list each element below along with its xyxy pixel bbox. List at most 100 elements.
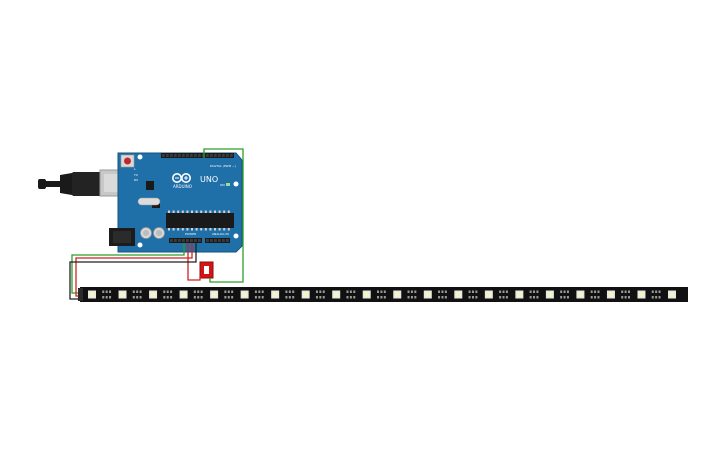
- chip-pin: [195, 228, 198, 231]
- chip-pin: [168, 228, 170, 231]
- led-pixel-core: [150, 292, 156, 297]
- header-pin[interactable]: [174, 154, 177, 157]
- arduino-logo-icon: [172, 173, 192, 184]
- strip-pad: [319, 290, 322, 293]
- on-label: ON: [220, 183, 225, 187]
- header-pin[interactable]: [198, 154, 201, 157]
- header-pin[interactable]: [206, 154, 209, 157]
- strip-pad: [536, 290, 539, 293]
- strip-pad: [261, 290, 264, 293]
- header-pin[interactable]: [178, 239, 181, 242]
- strip-pad: [407, 296, 410, 299]
- header-pin[interactable]: [166, 154, 169, 157]
- header-pin[interactable]: [210, 239, 213, 242]
- strip-pad: [438, 290, 441, 293]
- header-pin[interactable]: [178, 154, 181, 157]
- header-pin[interactable]: [190, 154, 193, 157]
- header-pin[interactable]: [182, 239, 185, 242]
- strip-pad: [105, 290, 108, 293]
- header-pin[interactable]: [190, 239, 193, 242]
- strip-pad: [410, 296, 413, 299]
- strip-pad: [166, 296, 169, 299]
- strip-pad: [383, 290, 386, 293]
- strip-pad: [163, 296, 166, 299]
- chip-pin: [218, 210, 221, 213]
- header-pin[interactable]: [174, 239, 177, 242]
- strip-pad: [349, 290, 352, 293]
- header-pin[interactable]: [170, 239, 173, 242]
- analog-header[interactable]: [205, 238, 230, 243]
- strip-pad: [536, 296, 539, 299]
- header-pin[interactable]: [222, 239, 225, 242]
- chip-pin: [195, 210, 198, 213]
- power-header[interactable]: [169, 238, 202, 243]
- strip-pad: [441, 296, 444, 299]
- strip-pad: [624, 296, 627, 299]
- arduino-uno-board[interactable]: DIGITAL (PWM ~) ARDUINO UNO ON L TX RX: [109, 152, 243, 253]
- header-pin[interactable]: [226, 239, 229, 242]
- header-pin[interactable]: [218, 154, 221, 157]
- wire-green-data[interactable]: [71, 148, 244, 294]
- electrolytic-capacitor[interactable]: [199, 261, 214, 279]
- led-strip[interactable]: [78, 287, 688, 302]
- chip-pin: [177, 210, 180, 213]
- strip-pad: [102, 296, 105, 299]
- header-pin[interactable]: [162, 154, 165, 157]
- strip-pad: [444, 296, 447, 299]
- header-pin[interactable]: [194, 154, 197, 157]
- header-pin[interactable]: [230, 154, 233, 157]
- reset-button[interactable]: [120, 154, 135, 168]
- strip-pad: [594, 290, 597, 293]
- strip-pad: [322, 296, 325, 299]
- header-pin[interactable]: [214, 239, 217, 242]
- chip-pin: [186, 228, 189, 231]
- header-pin[interactable]: [214, 154, 217, 157]
- strip-pad: [468, 296, 471, 299]
- led-pixel-core: [242, 292, 248, 297]
- strip-pad: [560, 290, 563, 293]
- strip-pad: [563, 296, 566, 299]
- strip-pad: [349, 296, 352, 299]
- strip-pad: [560, 296, 563, 299]
- header-pin[interactable]: [206, 239, 209, 242]
- header-pin[interactable]: [198, 239, 201, 242]
- strip-pad: [566, 290, 569, 293]
- strip-pad: [261, 296, 264, 299]
- strip-pad: [414, 290, 417, 293]
- strip-pad: [475, 296, 478, 299]
- chip-pin: [204, 228, 207, 231]
- header-pin[interactable]: [194, 239, 197, 242]
- strip-pad: [224, 296, 227, 299]
- mounting-hole: [233, 181, 239, 187]
- strip-pad: [292, 290, 295, 293]
- digital-header[interactable]: [161, 153, 234, 158]
- header-pin[interactable]: [222, 154, 225, 157]
- strip-pad: [197, 290, 200, 293]
- chip-pin: [181, 210, 184, 213]
- strip-pad: [502, 290, 505, 293]
- header-pin[interactable]: [218, 239, 221, 242]
- strip-pad: [346, 296, 349, 299]
- strip-pad: [136, 290, 139, 293]
- on-led-icon: [226, 183, 230, 186]
- wire-black-ground[interactable]: [69, 243, 197, 300]
- strip-pad: [505, 290, 508, 293]
- chip-pin: [214, 228, 216, 231]
- power-jack[interactable]: [109, 228, 135, 246]
- strip-pad: [193, 290, 196, 293]
- header-pin[interactable]: [226, 154, 229, 157]
- strip-pad: [132, 290, 135, 293]
- strip-pad: [410, 290, 413, 293]
- header-pin[interactable]: [186, 239, 189, 242]
- strip-pad: [380, 290, 383, 293]
- strip-pad: [163, 290, 166, 293]
- strip-pad: [529, 296, 532, 299]
- header-pin[interactable]: [210, 154, 213, 157]
- led-pixel-core: [669, 292, 675, 297]
- strip-pad: [258, 296, 261, 299]
- header-pin[interactable]: [186, 154, 189, 157]
- header-pin[interactable]: [182, 154, 185, 157]
- strip-pad: [136, 296, 139, 299]
- digital-header-label: DIGITAL (PWM ~): [210, 164, 236, 168]
- header-pin[interactable]: [170, 154, 173, 157]
